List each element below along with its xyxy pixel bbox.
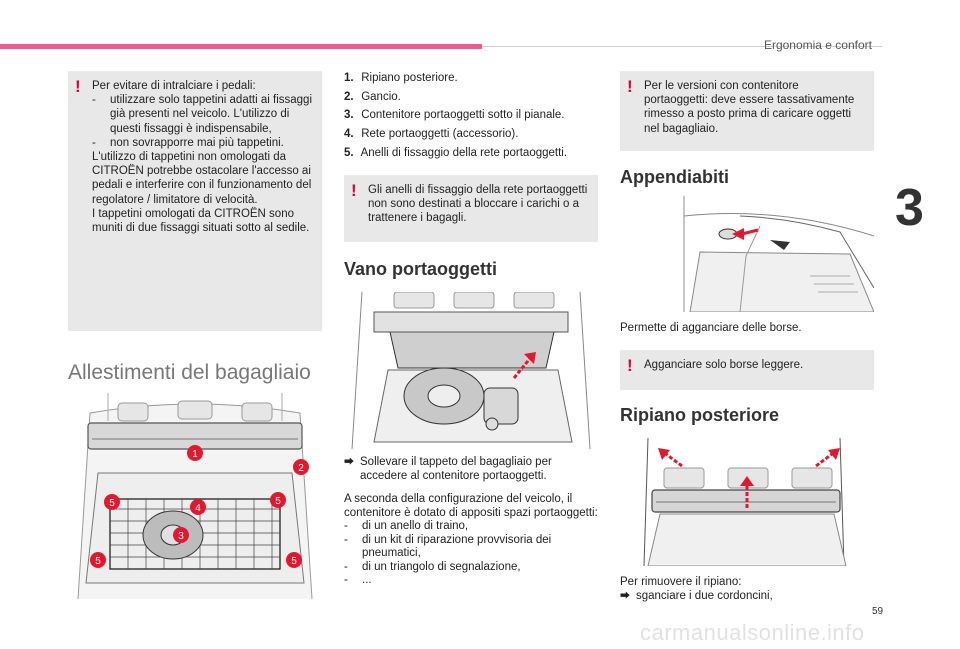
warning-list: -utilizzare solo tappetini adatti ai fis… — [92, 93, 312, 150]
callout-5: 5 — [95, 556, 101, 567]
storage-compartment-illustration — [344, 292, 598, 449]
vano-body: ⮕Sollevare il tappeto del bagagliaio per… — [344, 456, 598, 588]
warning-intro: Per evitare di intralciare i pedali: — [92, 80, 256, 92]
rear-shelf-illustration — [620, 438, 874, 566]
warning-text: I tappetini omologati da CITROËN sono mu… — [92, 207, 310, 235]
step-arrow-icon: ⮕ — [620, 590, 630, 602]
callout-5: 5 — [275, 496, 281, 507]
instruction-step: ⮕Sollevare il tappeto del bagagliaio per… — [344, 456, 552, 482]
warning-text: Gli anelli di fissaggio della rete porta… — [368, 184, 588, 225]
page-number: 59 — [872, 606, 884, 617]
callout-3: 3 — [178, 531, 184, 542]
warning-icon: ! — [627, 77, 633, 96]
appendiabiti-text: Permette di agganciare delle borse. — [620, 322, 802, 334]
list-item: 2. Gancio. — [344, 90, 401, 103]
section-title-bagagliaio: Allestimenti del bagagliaio — [68, 361, 311, 384]
ripiano-body: Per rimuovere il ripiano: ⮕sganciare i d… — [620, 576, 874, 603]
list-item: -non sovrapporre mai più tappetini. — [92, 136, 284, 149]
section-title-appendiabiti: Appendiabiti — [620, 167, 729, 187]
warning-text: L'utilizzo di tappetini non omologati da… — [92, 151, 312, 206]
warning-box-compartment: ! Per le versioni con contenitore portao… — [620, 71, 874, 151]
parts-list: 1. Ripiano posteriore. 2. Gancio. 3. Con… — [344, 69, 567, 163]
callout-4: 4 — [195, 503, 201, 514]
vano-list: -di un anello di traino, -di un kit di r… — [344, 520, 598, 588]
vano-text: A seconda della configurazione del veico… — [344, 493, 598, 519]
ripiano-text: Per rimuovere il ripiano: — [620, 576, 742, 588]
section-title-ripiano: Ripiano posteriore — [620, 405, 780, 425]
callout-5: 5 — [291, 556, 297, 567]
warning-icon: ! — [627, 356, 633, 375]
list-item: -di un anello di traino, — [344, 520, 469, 532]
coat-hook-illustration — [620, 196, 874, 312]
callout-5: 5 — [109, 498, 115, 509]
section-title-vano: Vano portaoggetti — [344, 259, 497, 279]
warning-text: Agganciare solo borse leggere. — [644, 359, 804, 371]
list-item: 4. Rete portaoggetti (accessorio). — [344, 128, 519, 141]
list-item: 1. Ripiano posteriore. — [344, 72, 458, 84]
warning-box-pedals: ! Per evitare di intralciare i pedali: -… — [68, 71, 322, 331]
callout-1: 1 — [192, 449, 198, 460]
list-item: -di un kit di riparazione provvisoria de… — [344, 533, 552, 560]
list-item: -di un triangolo di segnalazione, — [344, 560, 521, 573]
list-item: -utilizzare solo tappetini adatti ai fis… — [92, 94, 313, 135]
chapter-number: 3 — [895, 179, 924, 237]
warning-box-hook: ! Agganciare solo borse leggere. — [620, 350, 874, 390]
callout-2: 2 — [298, 463, 304, 474]
warning-icon: ! — [75, 77, 81, 96]
list-item: -... — [344, 574, 372, 586]
trunk-overview-illustration: 1 2 3 4 5 5 5 5 — [68, 393, 322, 599]
warning-text: Per le versioni con contenitore portaogg… — [644, 80, 855, 135]
list-item: 3. Contenitore portaoggetti sotto il pia… — [344, 109, 565, 122]
instruction-step: ⮕sganciare i due cordoncini, — [620, 589, 773, 602]
list-item: 5. Anelli di fissaggio della rete portao… — [344, 146, 568, 159]
section-header: Ergonomia e confort — [763, 38, 872, 52]
warning-box-net: ! Gli anelli di fissaggio della rete por… — [344, 175, 598, 242]
header-accent-bar — [0, 44, 482, 49]
watermark: carmanualsonline.info — [640, 620, 865, 645]
warning-icon: ! — [351, 181, 357, 200]
step-arrow-icon: ⮕ — [344, 457, 354, 468]
header-rule — [482, 46, 882, 47]
